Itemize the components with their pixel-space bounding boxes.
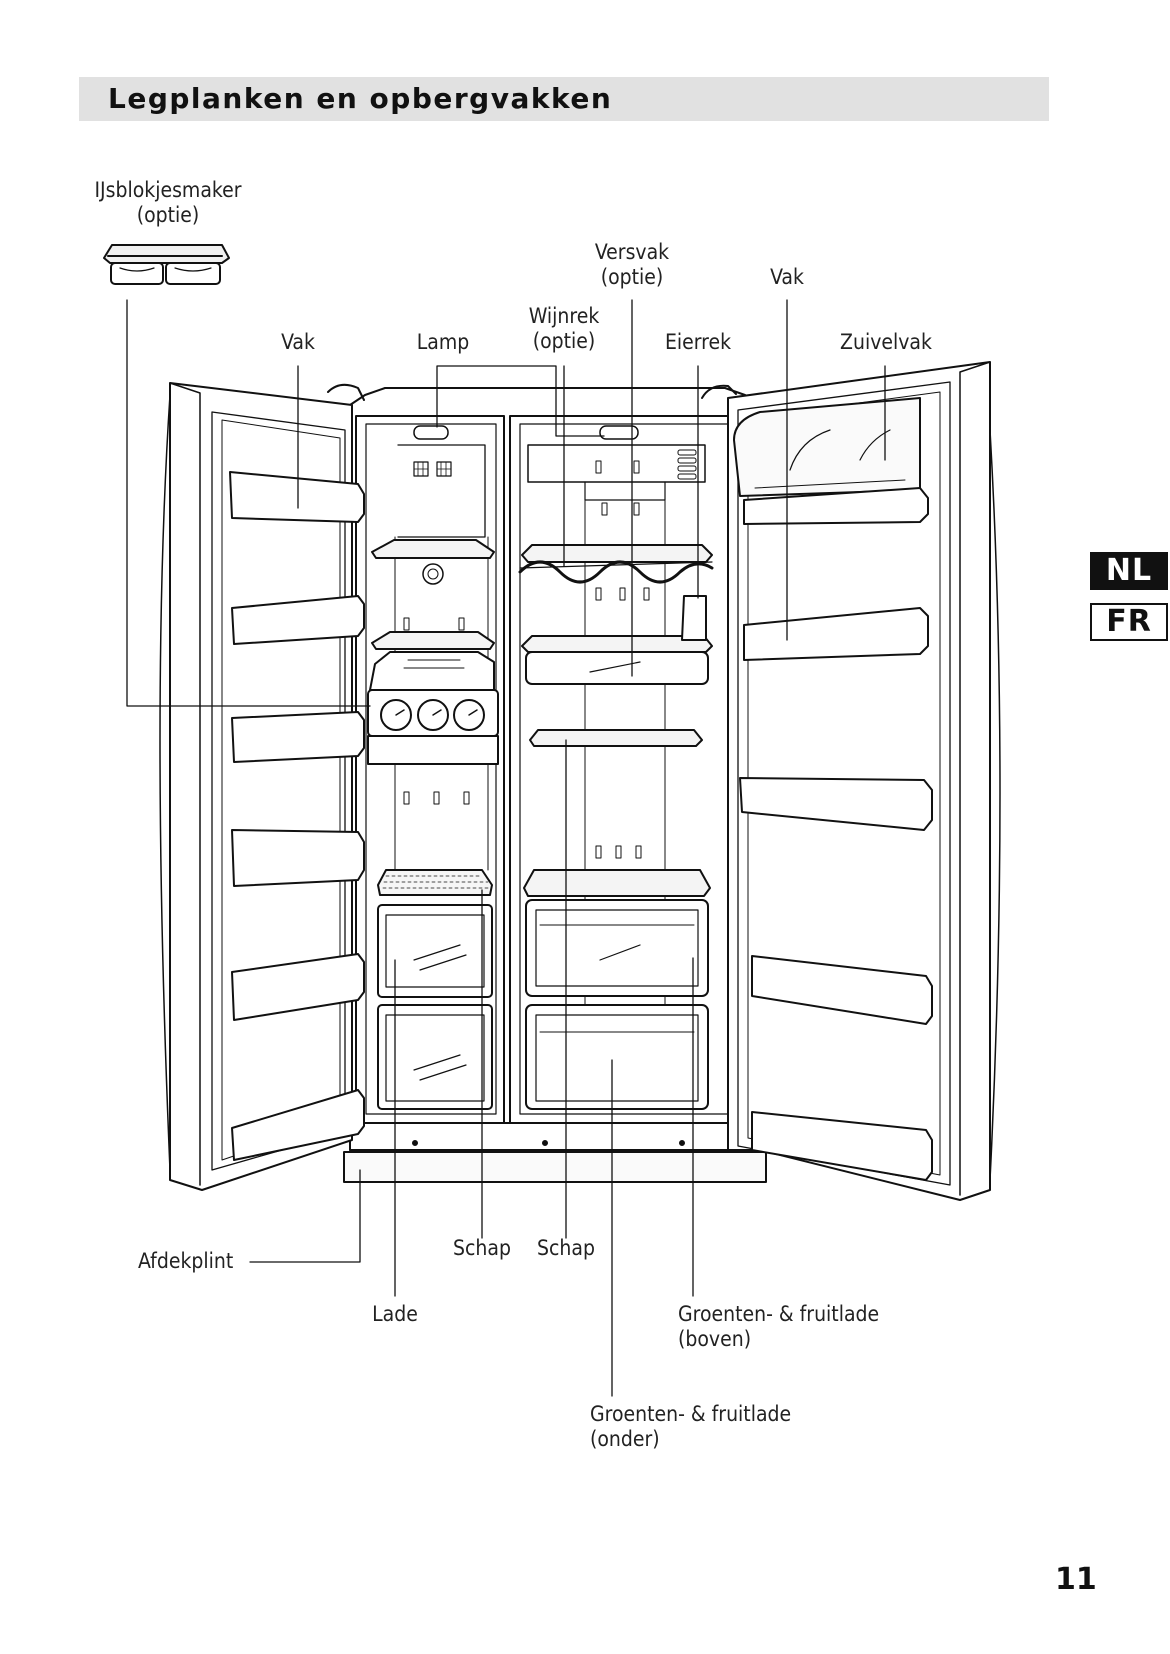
- label-afdekplint: Afdekplint: [138, 1249, 234, 1273]
- right-door-bins: [739, 487, 933, 1181]
- freezer-drawers: [377, 904, 493, 1110]
- right-door: [727, 361, 1001, 1201]
- label-eierrek: Eierrek: [664, 330, 732, 354]
- label-schap-2: Schap: [537, 1236, 595, 1260]
- label-vak-right: Vak: [770, 265, 804, 289]
- label-icemaker-line1: IJsblokjesmaker: [94, 178, 242, 202]
- dairy-compartment: [733, 397, 921, 497]
- label-icemaker: IJsblokjesmaker (optie): [88, 178, 248, 228]
- cabinet: [327, 383, 767, 1183]
- label-versvak-line1: Versvak: [594, 240, 670, 264]
- label-vak-left: Vak: [281, 330, 315, 354]
- label-lade: Lade: [372, 1302, 418, 1326]
- label-groenten-boven-line2: (boven): [678, 1327, 752, 1351]
- left-door-bins: [229, 471, 365, 1161]
- label-groenten-boven: Groenten- & fruitlade (boven): [678, 1302, 879, 1352]
- heading-bar: [79, 77, 1049, 121]
- icemaker-unit: [367, 651, 499, 765]
- label-wijnrek: Wijnrek (optie): [506, 304, 622, 354]
- label-groenten-onder-line1: Groenten- & fruitlade: [590, 1402, 792, 1426]
- leader-lines: [126, 299, 886, 1397]
- label-versvak: Versvak (optie): [548, 240, 716, 290]
- left-door: [159, 382, 365, 1191]
- label-wijnrek-line1: Wijnrek: [528, 304, 600, 328]
- label-versvak-line2: (optie): [600, 265, 664, 289]
- label-lamp: Lamp: [416, 330, 470, 354]
- language-tab-nl[interactable]: NL: [1090, 552, 1168, 590]
- label-groenten-onder-line2: (onder): [590, 1427, 660, 1451]
- label-zuivelvak: Zuivelvak: [840, 330, 932, 354]
- label-schap-1: Schap: [453, 1236, 511, 1260]
- label-icemaker-line2: (optie): [136, 203, 200, 227]
- label-groenten-onder: Groenten- & fruitlade (onder): [590, 1402, 791, 1452]
- language-tab-fr[interactable]: FR: [1090, 603, 1168, 641]
- crisper-drawers: [525, 899, 709, 1110]
- label-wijnrek-line2: (optie): [532, 329, 596, 353]
- icemaker-tray: [103, 244, 230, 285]
- page-heading: Legplanken en opbergvakken: [108, 82, 613, 115]
- wine-rack: [518, 560, 714, 584]
- label-groenten-boven-line1: Groenten- & fruitlade: [678, 1302, 880, 1326]
- page-number: 11: [1055, 1562, 1097, 1597]
